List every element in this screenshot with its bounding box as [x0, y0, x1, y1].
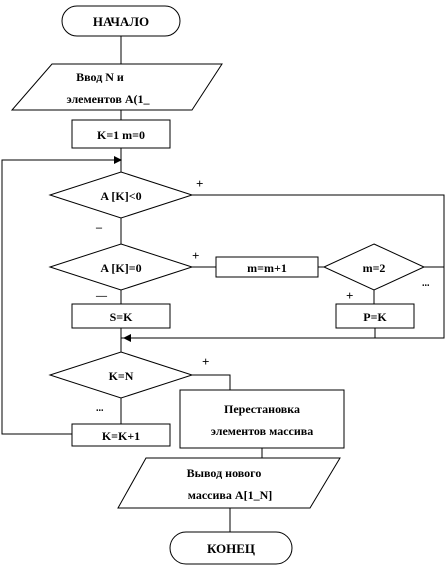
decision-zero: A [K]=0 — [48, 243, 194, 291]
decision-negative: A [K]<0 — [48, 171, 194, 219]
init-process: K=1 m=0 — [71, 119, 171, 149]
assign-s-label: S=K — [110, 310, 134, 324]
output-line1: Вывод нового — [187, 466, 262, 480]
end-terminator: КОНЕЦ — [169, 531, 293, 565]
output-block: Вывод нового массива А[1_N] — [117, 457, 341, 509]
decision-m2: m=2 — [322, 243, 426, 291]
input-block: Ввод N и элементов А(1_ — [10, 63, 223, 111]
assign-s-process: S=K — [71, 303, 171, 329]
output-line2: массива А[1_N] — [188, 488, 272, 502]
increment-k-process: K=K+1 — [71, 423, 171, 447]
end-label: КОНЕЦ — [207, 541, 255, 556]
decision-m2-label: m=2 — [363, 261, 386, 275]
zero-plus-label: + — [192, 248, 199, 263]
decision-kn: K=N — [48, 351, 194, 399]
decision-zero-label: A [K]=0 — [100, 261, 141, 275]
increment-k-label: K=K+1 — [102, 429, 140, 443]
start-terminator: НАЧАЛО — [61, 5, 181, 37]
decision-kn-label: K=N — [109, 369, 134, 383]
rearrange-process: Перестановка элементов массива — [179, 389, 345, 449]
input-line2: элементов А(1_ — [66, 92, 150, 106]
increment-m-label: m=m+1 — [247, 261, 287, 275]
rearrange-line1: Перестановка — [224, 402, 300, 416]
assign-p-label: P=K — [363, 310, 387, 324]
loop-back-connector — [1, 156, 122, 435]
start-label: НАЧАЛО — [93, 14, 149, 29]
neg-plus-label: + — [196, 176, 203, 191]
neg-minus-label: – — [95, 220, 103, 234]
m2-plus-label: + — [346, 288, 353, 303]
init-label: K=1 m=0 — [97, 128, 145, 142]
input-line1: Ввод N и — [76, 70, 124, 84]
zero-minus-label: — — [95, 290, 108, 302]
kn-minus-label: ... — [96, 403, 104, 414]
connector-kn-yes — [192, 374, 231, 390]
kn-plus-label: + — [202, 354, 209, 369]
assign-p-process: P=K — [335, 303, 415, 329]
decision-negative-label: A [K]<0 — [100, 189, 141, 203]
rearrange-line2: элементов массива — [211, 424, 314, 438]
increment-m-process: m=m+1 — [215, 256, 319, 278]
m2-minus-label: ... — [422, 278, 430, 289]
